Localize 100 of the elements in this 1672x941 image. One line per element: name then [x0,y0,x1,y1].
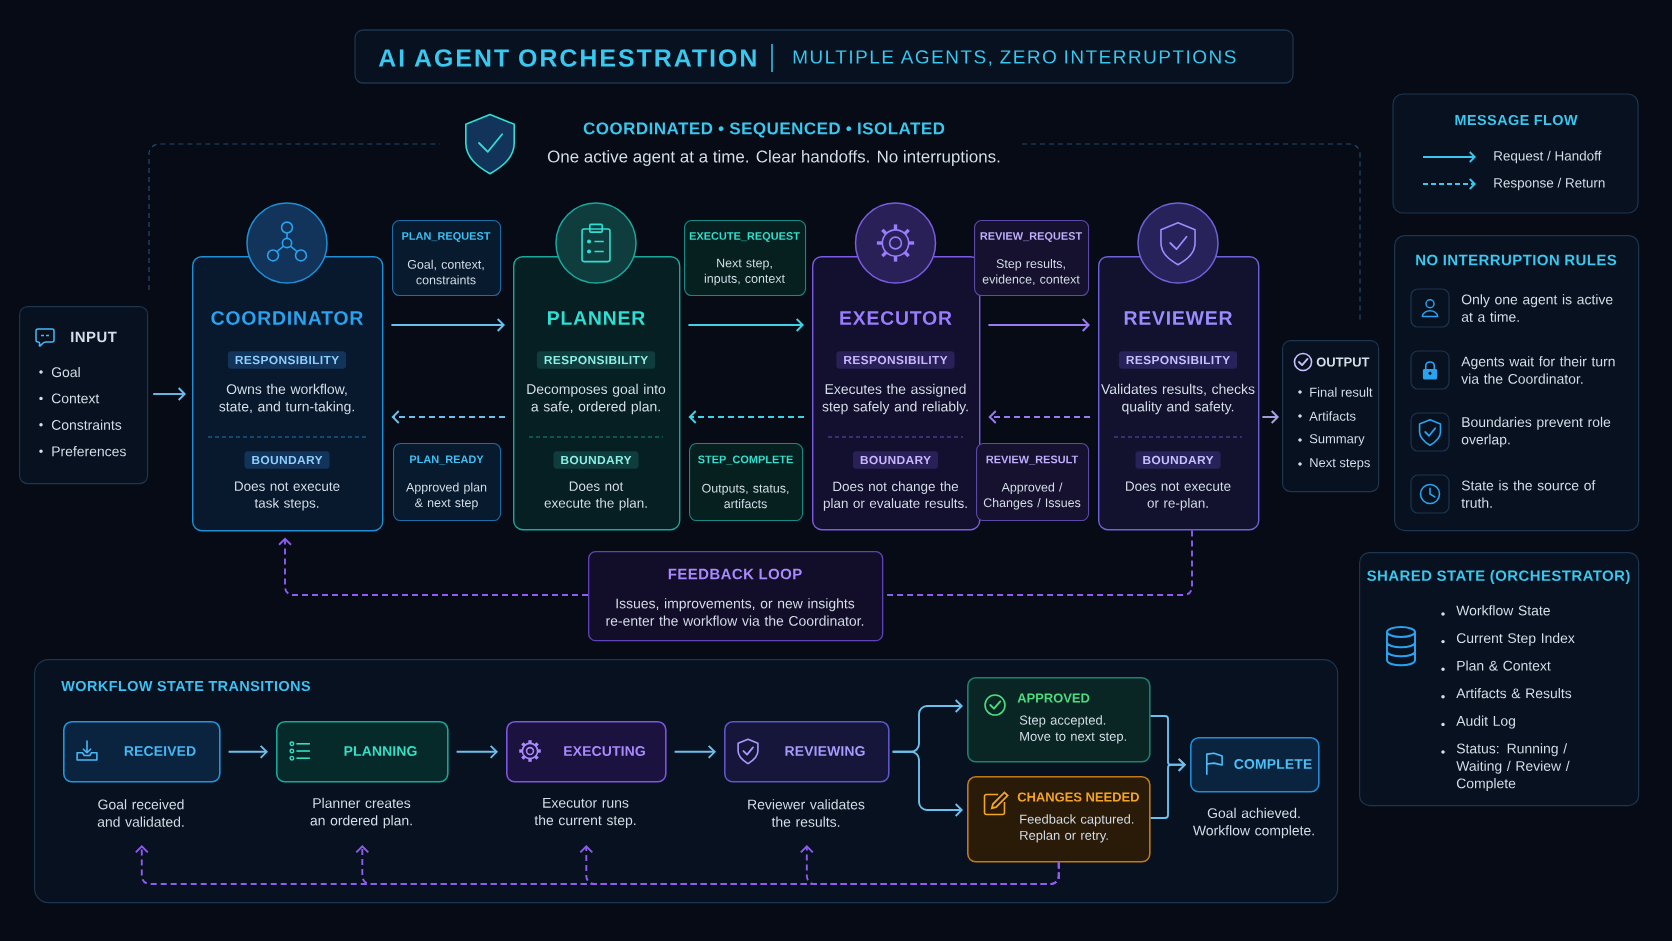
state-caption: Goal received and validated. [97,799,184,827]
agent-card [812,256,981,531]
message-name: PLAN_REQUEST [402,232,491,242]
panel-title: NO INTERRUPTION RULES [1416,254,1617,266]
message-box [684,220,807,297]
section-label: RESPONSIBILITY [536,351,656,369]
output-panel [1282,340,1380,493]
list-item: Status: Running / Waiting / Review / Complete [1441,743,1570,792]
message-text: Goal, context, constraints [407,259,484,285]
panel-title: SHARED STATE (ORCHESTRATOR) [1367,570,1630,584]
feedback-title: FEEDBACK LOOP [668,568,802,580]
list-item: Constraints [39,419,122,430]
agent-title: EXECUTOR [840,311,952,325]
result-box [967,776,1151,863]
list-item: Plan & Context [1441,660,1551,671]
feedback-text: Issues, improvements, or new insights re-enter the workflow via the Coordinator. [606,598,864,626]
list-item: Final result [1298,387,1373,397]
state-caption: Reviewer validates the results. [748,799,865,827]
arrow [988,410,1091,424]
responsibility-text: Executes the assigned step safely and reliably. [822,383,968,415]
panel-title: OUTPUT [1316,357,1370,367]
arrow [152,387,186,401]
responsibility-text: Validates results, checks quality and safety. [1101,383,1255,415]
result-text: Feedback captured. Replan or retry. [1020,814,1134,843]
agent-title: PLANNER [548,311,645,325]
message-box [689,443,804,522]
message-name: STEP_COMPLETE [698,455,793,465]
boundary-text: Does not execute or re-plan. [1126,481,1231,511]
arrow [390,318,505,332]
message-text: Next step, inputs, context [704,258,785,286]
section-label: RESPONSIBILITY [836,351,955,369]
message-name: EXECUTE_REQUEST [689,232,800,242]
arrow [891,750,963,817]
boundary-text: Does not change the plan or evaluate results. [823,481,967,511]
message-box [976,443,1090,522]
result-box [967,677,1151,763]
list-item: Next steps [1298,458,1370,470]
message-box [974,220,1090,297]
list-item: Artifacts [1298,411,1356,421]
subtitle: One active agent at a time. Clear handoffs. No interruptions. [547,150,1000,166]
responsibility-text: Decomposes goal into a safe, ordered plan. [527,383,666,415]
arrow [688,410,805,424]
arrow [1261,410,1279,424]
rule-text: State is the source of truth. [1461,480,1596,508]
arrow [227,744,268,759]
arrow [987,318,1090,332]
arrow [673,744,716,759]
arrow [391,410,506,424]
list-item: Workflow State [1441,605,1550,616]
state-label: RECEIVED [124,746,196,756]
section-label: BOUNDARY [852,451,939,469]
rules-panel [1394,235,1640,532]
panel-title: WORKFLOW STATE TRANSITIONS [61,680,310,692]
agent-card [513,256,681,531]
state-panel [1359,552,1640,807]
rule-text: Boundaries prevent role overlap. [1461,416,1611,448]
agent-title: COORDINATOR [211,311,363,325]
legend-item: Response / Return [1422,177,1605,191]
list-item: Preferences [39,446,126,457]
message-text: Approved / Changes / Issues [983,482,1081,510]
state-caption: Goal achieved. Workflow complete. [1192,807,1314,839]
message-name: REVIEW_REQUEST [980,232,1083,242]
state-caption: Executor runs the current step. [534,798,636,828]
state-label: COMPLETE [1234,759,1312,769]
feedback-box [588,551,884,642]
message-name: PLAN_READY [410,455,484,465]
arrow [799,845,1060,885]
state-label: PLANNING [344,746,417,756]
boundary-text: Does not execute the plan. [544,481,647,511]
section-label: BOUNDARY [553,451,639,469]
rule-text: Only one agent is active at a time. [1461,294,1613,322]
section-label: RESPONSIBILITY [227,351,347,369]
result-title: CHANGES NEEDED [1017,792,1139,802]
arrow [455,744,498,759]
message-text: Outputs, status, artifacts [702,483,789,509]
responsibility-text: Owns the workflow, state, and turn-taking. [219,383,354,415]
list-item: Goal [39,366,80,378]
title-banner: AI AGENT ORCHESTRATION MULTIPLE AGENTS, ZERO INTERRUPTIONS [354,29,1294,84]
list-item: Artifacts & Results [1441,688,1572,699]
state-caption: Planner creates an ordered plan. [310,797,412,829]
result-title: APPROVED [1017,693,1090,703]
section-label: BOUNDARY [1135,451,1221,469]
list-item: Summary [1298,434,1365,446]
input-panel [19,306,149,485]
state-label: EXECUTING [564,746,645,756]
message-box [393,443,502,522]
panel-title: INPUT [71,331,117,343]
arrow [687,318,804,332]
agent-card [192,256,384,532]
section-label: RESPONSIBILITY [1118,351,1238,369]
state-label: REVIEWING [785,746,865,756]
message-name: REVIEW_RESULT [986,455,1079,465]
section-label: BOUNDARY [244,451,330,469]
message-text: Approved plan & next step [406,482,487,510]
list-item: Audit Log [1441,715,1515,729]
tagline: COORDINATED • SEQUENCED • ISOLATED [583,122,945,138]
legend-item: Request / Handoff [1422,150,1602,164]
agent-card [1098,256,1260,531]
arrow [278,537,589,596]
result-text: Step accepted. Move to next step. [1019,715,1126,744]
